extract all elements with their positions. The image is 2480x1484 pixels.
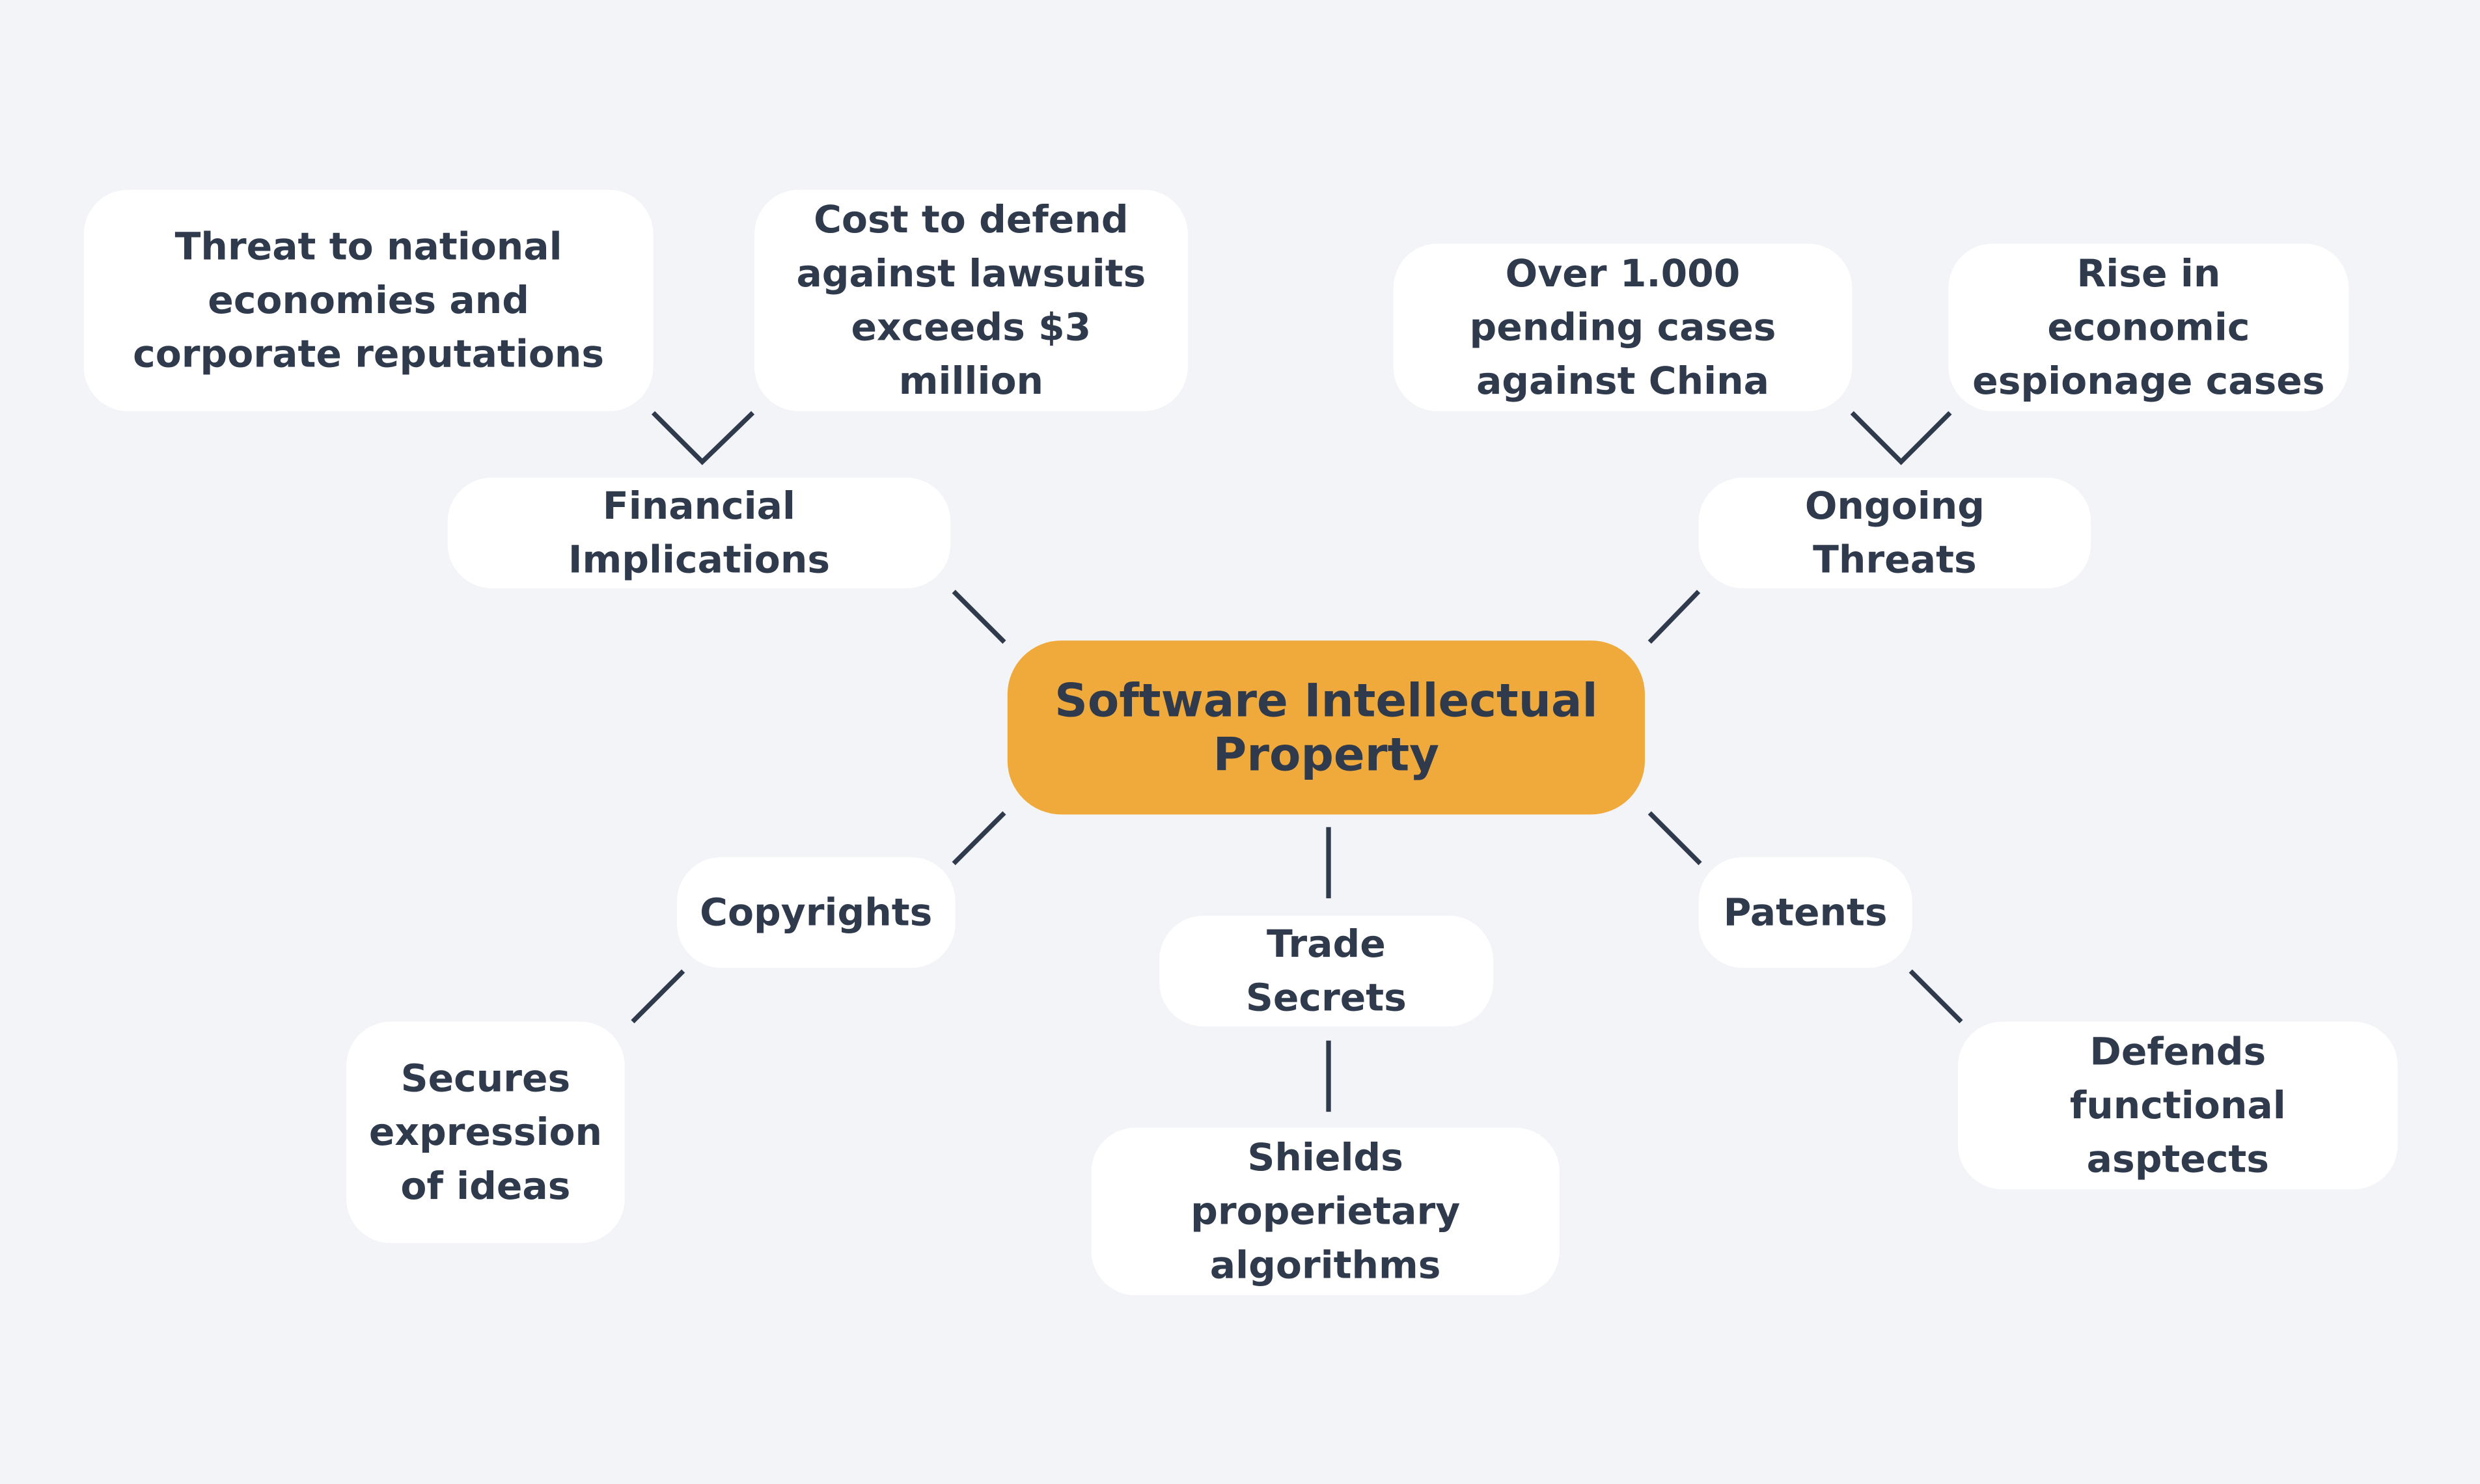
connector (952, 811, 1006, 866)
leaf-pending-cases[interactable]: Over 1.000 pending cases against China (1393, 243, 1853, 411)
connector (1908, 969, 1963, 1024)
leaf-national-economies[interactable]: Threat to national economies and corpora… (83, 189, 654, 411)
connector (1647, 811, 1702, 866)
connector (651, 411, 755, 465)
connector (631, 969, 685, 1024)
connector (1850, 411, 1952, 465)
central-topic[interactable]: Software Intellectual Property (1007, 640, 1645, 815)
leaf-algorithms[interactable]: Shields properietary algorithms (1091, 1127, 1560, 1296)
leaf-espionage[interactable]: Rise in economic espionage cases (1948, 243, 2349, 411)
leaf-expression[interactable]: Secures expression of ideas (346, 1021, 625, 1243)
branch-patents[interactable]: Patents (1698, 857, 1912, 969)
leaf-functional[interactable]: Defends functional asptects (1958, 1021, 2398, 1190)
branch-financial[interactable]: Financial Implications (447, 477, 951, 588)
branch-copyrights[interactable]: Copyrights (676, 857, 956, 969)
leaf-lawsuit-cost[interactable]: Cost to defend against lawsuits exceeds … (754, 189, 1188, 411)
connector (1647, 590, 1701, 644)
branch-trade-secrets[interactable]: Trade Secrets (1159, 915, 1493, 1026)
branch-ongoing-threats[interactable]: Ongoing Threats (1698, 477, 2091, 588)
connector (952, 590, 1006, 644)
